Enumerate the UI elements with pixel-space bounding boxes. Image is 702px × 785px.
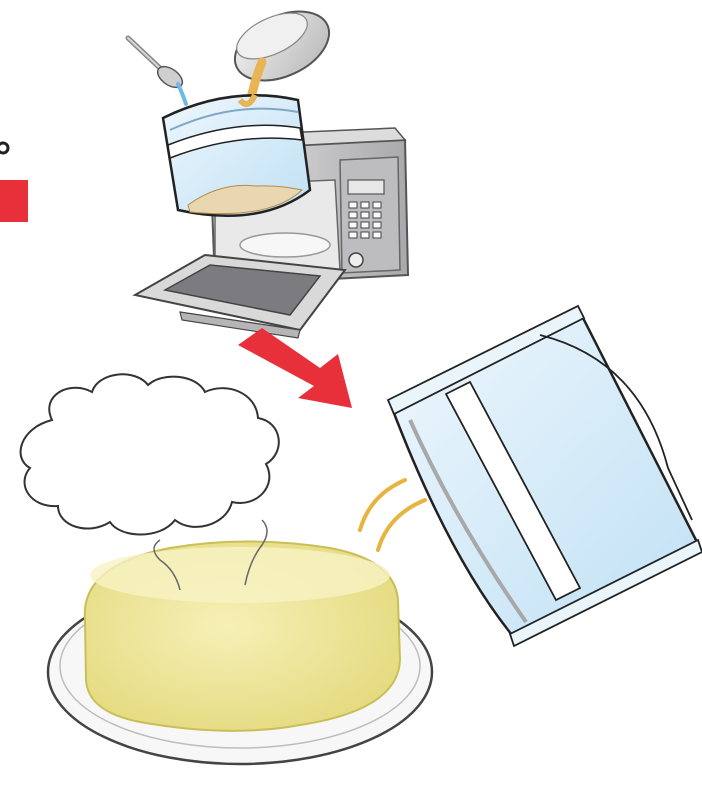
pouch-mixing-icon [163, 95, 310, 216]
step-marker-dot [0, 143, 8, 153]
step-marker [0, 180, 28, 222]
arrow-icon [238, 328, 352, 408]
shake-lines-icon [360, 480, 425, 550]
bowl-icon [224, 0, 340, 102]
spoon-icon [128, 38, 186, 104]
zip-bag-icon [388, 306, 702, 646]
thought-bubble [21, 374, 279, 534]
steamed-cake-icon [85, 542, 400, 731]
